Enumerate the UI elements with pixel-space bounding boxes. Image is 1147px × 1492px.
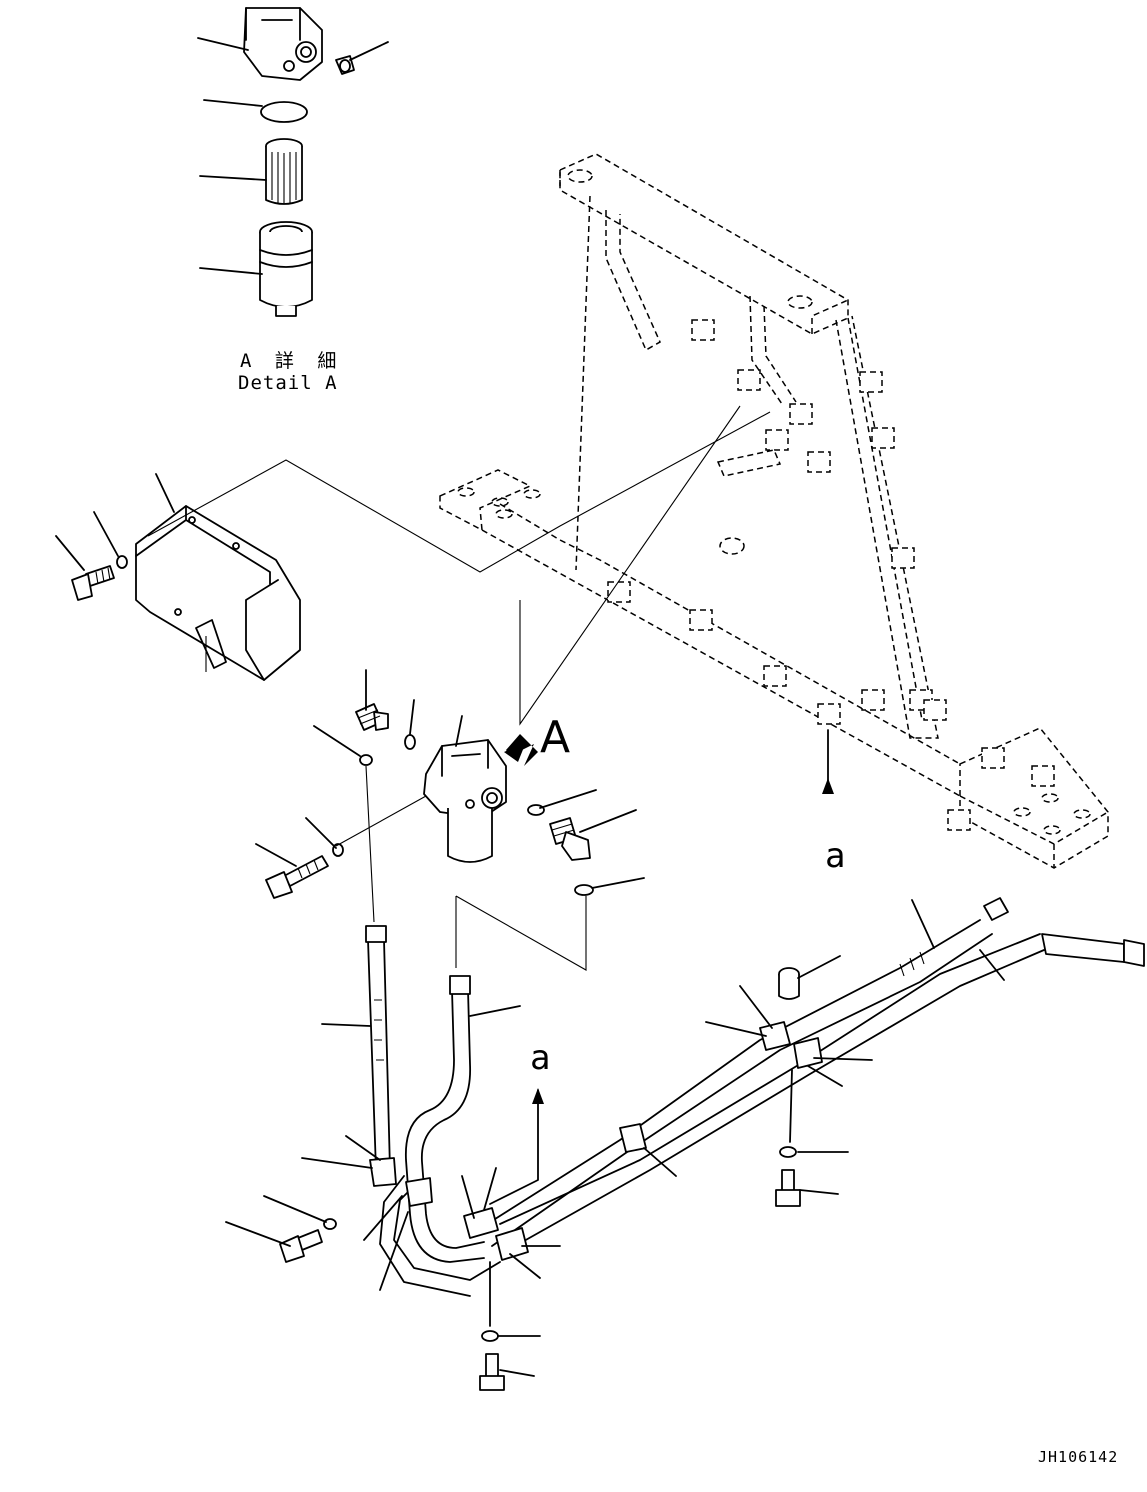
drawing-number: JH106142 — [1038, 1448, 1119, 1466]
view-arrow-A-head — [504, 742, 526, 762]
filter-head-detail — [243, 7, 323, 81]
filter-element-detail — [265, 138, 303, 205]
cover-washer — [116, 555, 128, 569]
filter-bolt — [265, 855, 329, 899]
clamps — [369, 967, 823, 1261]
detail-a-label-jp: A 詳 細 — [240, 350, 343, 372]
detail-a-group — [197, 7, 389, 317]
clamp-washer-left — [323, 1218, 337, 1230]
hose-left-vertical — [365, 925, 391, 1171]
o-ring-detail — [260, 101, 308, 123]
o-ring-top — [404, 734, 416, 750]
ref-arrowhead-frame — [822, 778, 834, 794]
filter-leaders — [255, 669, 645, 889]
filter-bowl-detail — [259, 221, 313, 317]
reference-mark-hose: a — [530, 1038, 551, 1078]
leader-lines-detail — [197, 37, 389, 275]
cover-bolt — [71, 565, 115, 601]
hose-center-s — [405, 975, 485, 1263]
hose-phantom-lines — [335, 765, 587, 971]
straight-fitting — [355, 703, 389, 731]
reference-mark-frame: a — [825, 836, 846, 876]
hose-bundle — [379, 897, 1145, 1297]
ref-arrow-hose — [489, 1089, 539, 1205]
machine-frame-phantom — [439, 153, 1109, 869]
clamp-washer-lower — [481, 1330, 499, 1342]
cover-phantom-lines — [147, 405, 771, 726]
ref-arrowhead-hose — [532, 1088, 544, 1104]
clamp-bolt-right — [775, 1169, 801, 1207]
o-ring-right — [527, 804, 545, 816]
detail-a-label-en: Detail A — [238, 372, 338, 394]
o-ring-left — [359, 754, 373, 766]
view-marker-label: A — [540, 712, 571, 763]
filter-cover — [135, 505, 301, 681]
clamp-washer-right — [779, 1146, 797, 1158]
clamp-bolt-left — [279, 1229, 323, 1263]
cover-leaders — [55, 473, 175, 571]
filter-assembly — [423, 739, 507, 863]
hose-leaders — [225, 899, 1005, 1377]
elbow-fitting — [549, 817, 591, 861]
clamp-bolt-lower — [479, 1353, 505, 1391]
o-ring-lower — [574, 884, 594, 896]
